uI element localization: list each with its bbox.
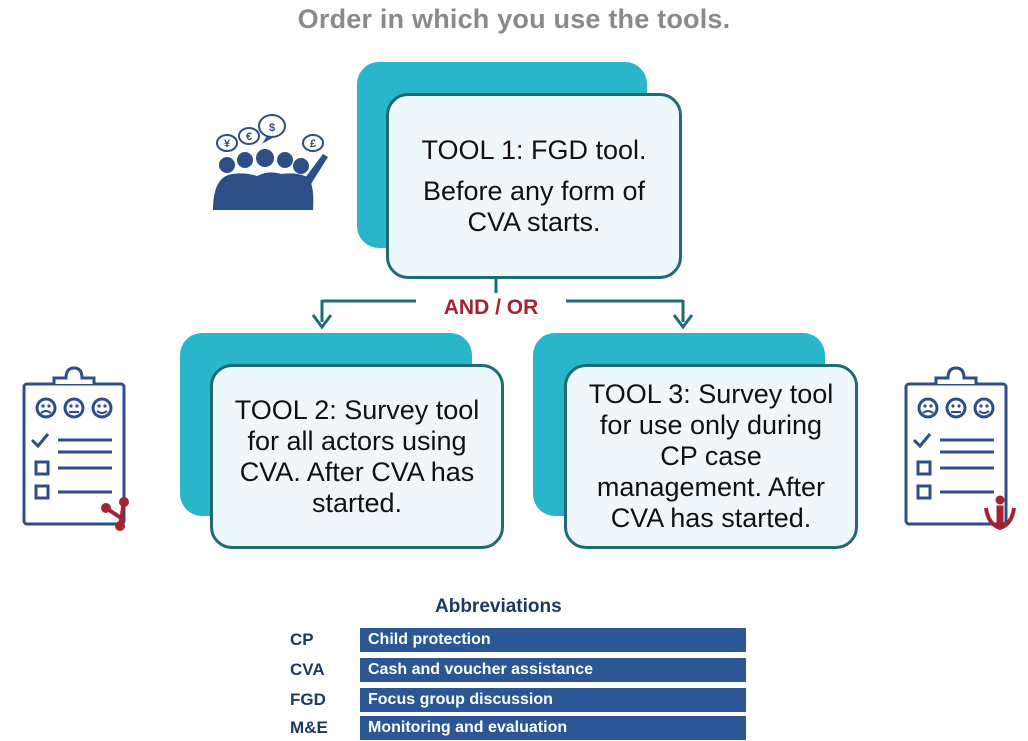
arrowhead-right	[672, 314, 694, 330]
svg-text:¥: ¥	[224, 138, 231, 150]
abbreviation-value: Child protection	[360, 628, 746, 652]
arrowhead-left	[311, 314, 333, 330]
tool3-line-3: CP case	[660, 441, 762, 471]
abbreviation-key: M&E	[290, 718, 328, 737]
abbreviations-title: Abbreviations	[435, 596, 562, 617]
tool3-box: TOOL 3: Survey tool for use only during …	[564, 364, 858, 549]
tool3-line-1: TOOL 3: Survey tool	[588, 379, 834, 409]
svg-text:€: €	[246, 131, 252, 143]
abbreviation-row: FGD Focus group discussion	[290, 687, 750, 713]
tool2-line-2: for all actors using	[247, 425, 467, 456]
tool1-box: TOOL 1: FGD tool. Before any form of CVA…	[386, 93, 682, 279]
abbreviation-row: CVA Cash and voucher assistance	[290, 657, 750, 683]
abbreviation-key: FGD	[290, 690, 326, 709]
abbreviation-value: Cash and voucher assistance	[360, 658, 746, 682]
tool2-line-4: started.	[311, 487, 403, 518]
tool3-line-5: CVA has started.	[610, 503, 812, 533]
tool1-line-1: TOOL 1: FGD tool.	[421, 134, 647, 165]
abbreviation-key: CVA	[290, 660, 325, 679]
abbreviation-row: M&E Monitoring and evaluation	[290, 715, 750, 741]
and-or-label: AND / OR	[416, 293, 566, 323]
tool1-line-3: CVA starts.	[467, 206, 601, 237]
tool1-line-2: Before any form of	[422, 175, 646, 206]
diagram-title: Order in which you use the tools.	[297, 4, 731, 34]
people-group-cash-icon: ¥ € $ £	[213, 114, 328, 210]
abbreviation-value: Monitoring and evaluation	[360, 716, 746, 740]
abbreviation-value: Focus group discussion	[360, 688, 746, 712]
svg-text:$: $	[269, 122, 275, 134]
tool3-line-4: management. After	[596, 472, 826, 502]
abbreviation-row: CP Child protection	[290, 627, 750, 653]
tool3-line-2: for use only during	[599, 410, 823, 440]
tool2-line-1: TOOL 2: Survey tool	[234, 394, 480, 425]
tool2-line-3: CVA. After CVA has	[239, 456, 475, 487]
feedback-clipboard-icon-right	[904, 366, 1016, 531]
feedback-clipboard-icon-left	[22, 366, 129, 531]
svg-text:£: £	[310, 138, 316, 150]
abbreviation-key: CP	[290, 630, 314, 649]
tool2-box: TOOL 2: Survey tool for all actors using…	[210, 364, 504, 549]
